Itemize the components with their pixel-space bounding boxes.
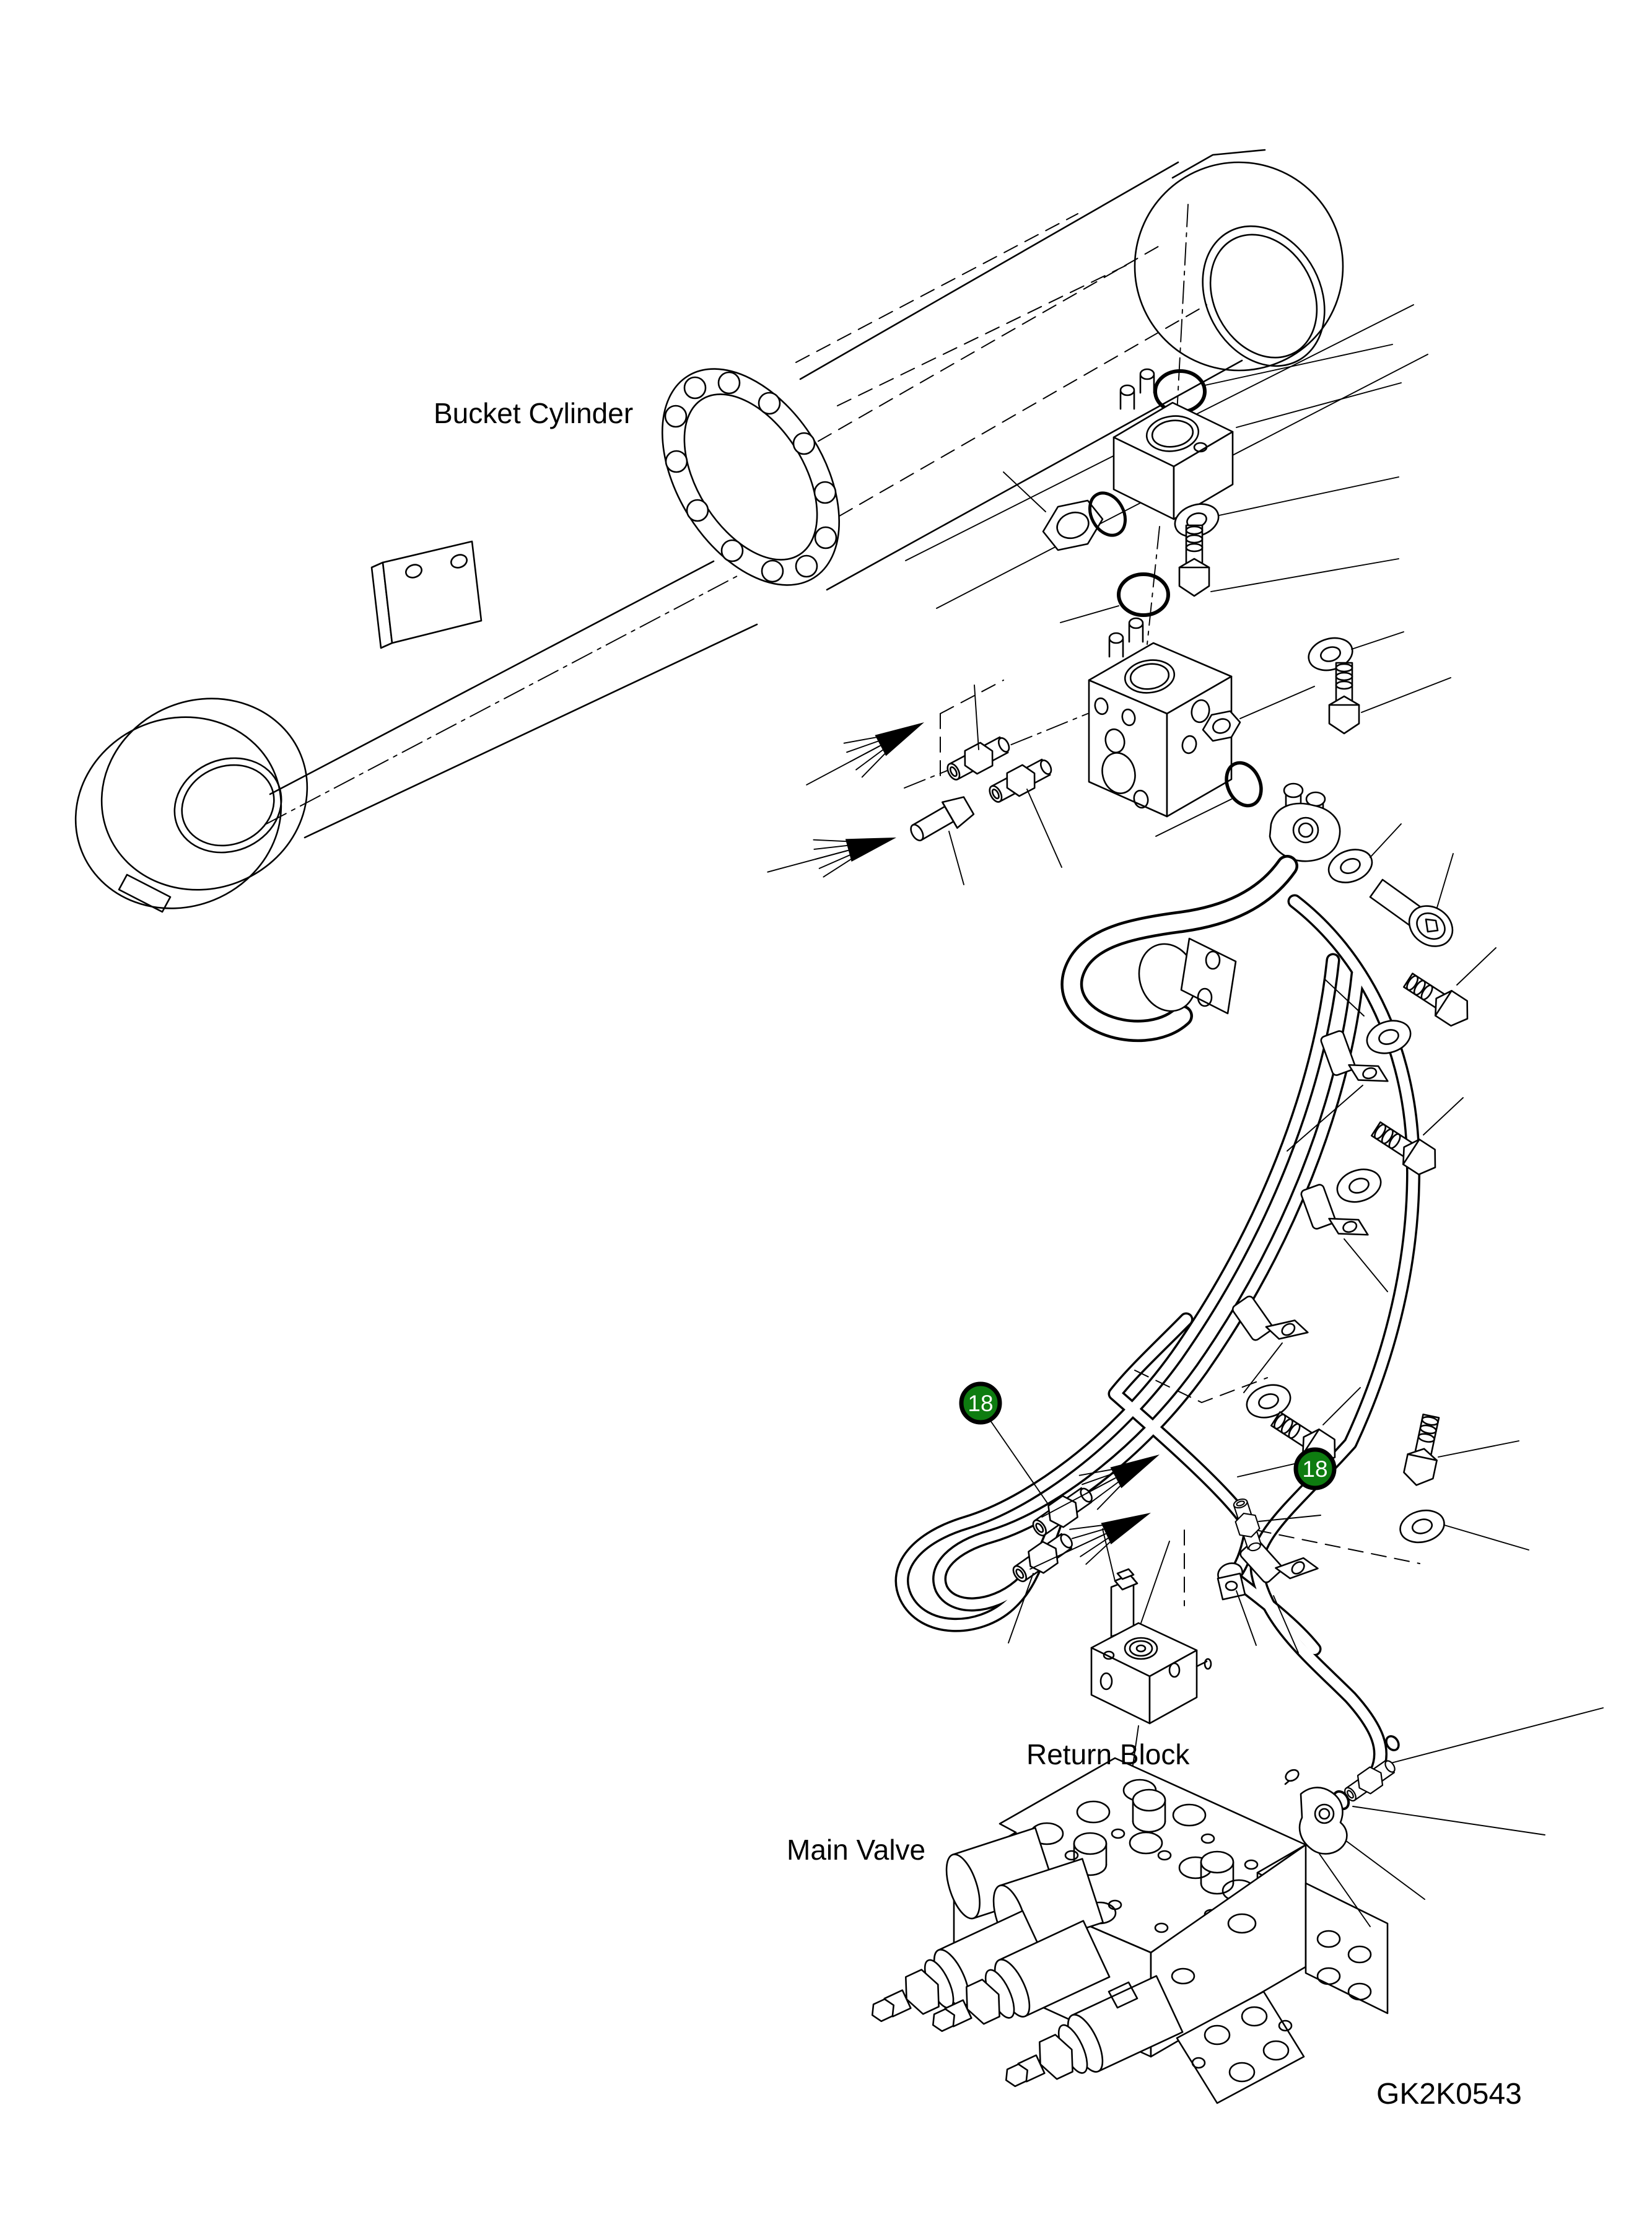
- hex-plug: [1202, 686, 1315, 742]
- direction-arrow-icon: [762, 818, 902, 891]
- callout-number: 18: [1302, 1456, 1327, 1482]
- return-block-drawing: [1090, 1528, 1212, 1805]
- hex-bolt: [1401, 1412, 1447, 1489]
- o-ring: [1088, 491, 1127, 537]
- barrel-bottom-edge: [826, 359, 1243, 591]
- washer: [1396, 1505, 1449, 1548]
- elbow-fitting: [910, 796, 975, 842]
- o-ring: [1225, 761, 1263, 808]
- main-valve-label: Main Valve: [787, 1834, 925, 1866]
- hex-bolt: [1328, 662, 1360, 735]
- washer: [1332, 1163, 1386, 1209]
- hose-group: [894, 894, 1420, 1779]
- callout-18-right: 18: [1237, 1447, 1337, 1490]
- return-block-label: Return Block: [1026, 1738, 1190, 1770]
- port-fittings-upper: [762, 680, 1088, 891]
- tee-fitting: [1228, 1495, 1267, 1554]
- hex-plug: [1003, 471, 1104, 551]
- hose-end-fittings: [1007, 1437, 1321, 1646]
- valve-sub-block: [1112, 368, 1234, 520]
- barrel-top-edge: [799, 161, 1179, 380]
- callout-18-left: 18: [959, 1381, 1049, 1505]
- fitting: [984, 753, 1057, 809]
- valve-inlet-fittings: [1284, 1707, 1604, 1927]
- manifold-block: [1088, 617, 1233, 818]
- elbow-fitting: [1217, 1562, 1246, 1601]
- fitting: [1340, 1754, 1401, 1807]
- drawing-code: GK2K0543: [1376, 2078, 1522, 2111]
- gland-flange: [661, 368, 841, 586]
- mounting-plate: [370, 540, 483, 649]
- upper-exploded-parts: [795, 204, 1428, 645]
- direction-arrow-icon: [797, 704, 934, 803]
- callout-number: 18: [968, 1391, 993, 1416]
- bucket-cylinder-drawing: [74, 149, 1344, 913]
- o-ring: [1117, 572, 1170, 617]
- socket-head-screw: [1369, 853, 1454, 947]
- washer: [1361, 1014, 1416, 1060]
- bucket-cylinder-label: Bucket Cylinder: [434, 397, 633, 429]
- clevis-eye: [1134, 149, 1344, 372]
- elbow-tube-assembly: [1060, 782, 1341, 1043]
- main-valve-drawing: [858, 1757, 1389, 2109]
- rod-eye: [74, 698, 308, 913]
- o-ring: [1385, 1735, 1400, 1751]
